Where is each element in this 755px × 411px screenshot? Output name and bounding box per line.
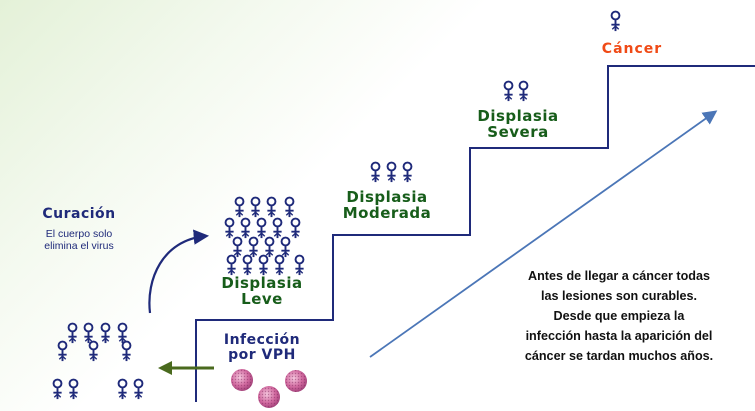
moderada-label: Displasia Moderada [332, 189, 442, 221]
healing-arrow [148, 229, 210, 314]
curacion-block: Curación El cuerpo solo elimina el virus [24, 205, 134, 252]
infeccion-label: Infección por VPH [212, 333, 312, 363]
moderada-line2: Moderada [342, 204, 432, 222]
infeccion-line2: por VPH [228, 347, 296, 363]
leve-label: Displasia Leve [212, 275, 312, 307]
virus-particle-icon [231, 369, 307, 408]
progression-arrow [369, 110, 718, 358]
leve-line2: Leve [241, 290, 283, 308]
leve-people [224, 196, 305, 276]
severa-line1: Displasia [477, 107, 559, 125]
note-line3: Desde que empieza la [553, 309, 685, 323]
leve-line1: Displasia [221, 274, 303, 292]
cancer-people [610, 10, 621, 32]
left-arrow-head [158, 361, 172, 375]
severa-line2: Severa [487, 123, 549, 141]
staircase-line [195, 65, 755, 402]
moderada-people [370, 161, 413, 183]
healed-people [52, 322, 144, 400]
explanation-text: Antes de llegar a cáncer todas las lesio… [478, 266, 755, 366]
cancer-label: Cáncer [601, 41, 663, 57]
moderada-line1: Displasia [346, 188, 428, 206]
infeccion-line1: Infección [223, 332, 301, 348]
note-line4: infección hasta la aparición del [525, 329, 713, 343]
severa-label: Displasia Severa [468, 108, 568, 140]
curacion-line2: elimina el virus [44, 240, 114, 252]
curacion-title: Curación [42, 206, 116, 222]
note-line1: Antes de llegar a cáncer todas [528, 269, 710, 283]
curacion-line1: El cuerpo solo [45, 228, 113, 240]
severa-people [503, 80, 529, 102]
note-line5: cáncer se tardan muchos años. [524, 349, 714, 363]
note-line2: las lesiones son curables. [540, 289, 698, 303]
